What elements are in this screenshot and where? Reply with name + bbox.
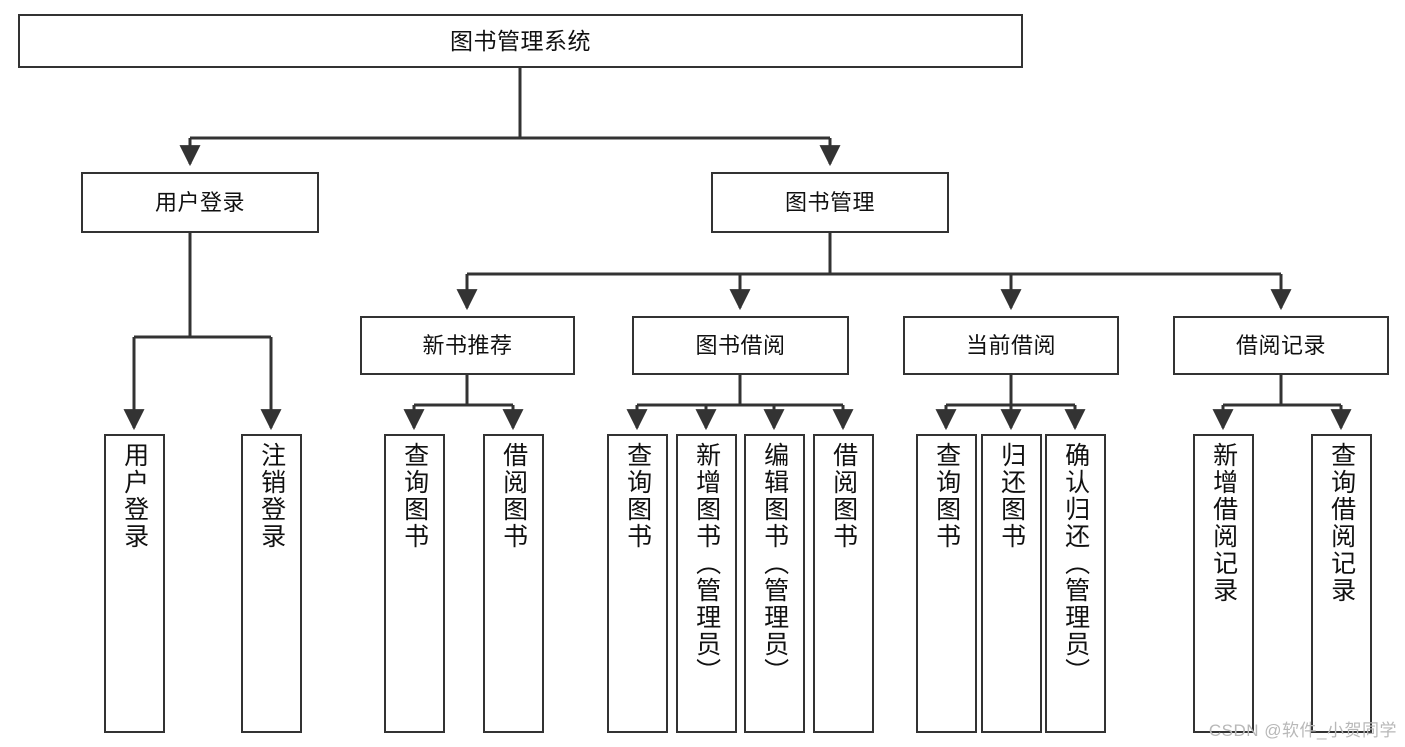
leaf-borrow-edit-book-admin[interactable]: 编辑图书（管理员） bbox=[744, 434, 805, 733]
node-book-borrow[interactable]: 图书借阅 bbox=[632, 316, 849, 375]
node-current-borrow[interactable]: 当前借阅 bbox=[903, 316, 1119, 375]
node-label: 注销登录 bbox=[257, 442, 286, 550]
node-borrow-records[interactable]: 借阅记录 bbox=[1173, 316, 1389, 375]
node-label: 图书借阅 bbox=[695, 332, 786, 358]
node-label: 查询图书 bbox=[932, 442, 961, 550]
leaf-current-query-book[interactable]: 查询图书 bbox=[916, 434, 977, 733]
node-label: 新书推荐 bbox=[422, 332, 513, 358]
node-label: 图书管理 bbox=[784, 189, 875, 215]
node-label: 用户登录 bbox=[120, 442, 149, 550]
node-label: 查询图书 bbox=[623, 442, 652, 550]
node-new-book-recommend[interactable]: 新书推荐 bbox=[360, 316, 575, 375]
leaf-borrow-borrow-book[interactable]: 借阅图书 bbox=[813, 434, 874, 733]
node-label: 查询图书 bbox=[400, 442, 429, 550]
leaf-new-books-query[interactable]: 查询图书 bbox=[384, 434, 445, 733]
node-label: 编辑图书（管理员） bbox=[760, 442, 789, 685]
node-book-management[interactable]: 图书管理 bbox=[711, 172, 949, 233]
leaf-user-login-signout[interactable]: 注销登录 bbox=[241, 434, 302, 733]
node-label: 借阅图书 bbox=[499, 442, 528, 550]
node-user-login[interactable]: 用户登录 bbox=[81, 172, 319, 233]
node-label: 确认归还（管理员） bbox=[1061, 442, 1090, 685]
node-label: 借阅图书 bbox=[829, 442, 858, 550]
leaf-current-return-book[interactable]: 归还图书 bbox=[981, 434, 1042, 733]
node-label: 查询借阅记录 bbox=[1327, 442, 1356, 604]
node-label: 新增借阅记录 bbox=[1209, 442, 1238, 604]
node-label: 借阅记录 bbox=[1235, 332, 1326, 358]
leaf-new-books-borrow[interactable]: 借阅图书 bbox=[483, 434, 544, 733]
node-label: 当前借阅 bbox=[965, 332, 1056, 358]
leaf-current-confirm-return-admin[interactable]: 确认归还（管理员） bbox=[1045, 434, 1106, 733]
leaf-user-login-signin[interactable]: 用户登录 bbox=[104, 434, 165, 733]
leaf-borrow-add-book-admin[interactable]: 新增图书（管理员） bbox=[676, 434, 737, 733]
leaf-records-add-record[interactable]: 新增借阅记录 bbox=[1193, 434, 1254, 733]
node-label: 图书管理系统 bbox=[450, 27, 591, 54]
leaf-records-query-record[interactable]: 查询借阅记录 bbox=[1311, 434, 1372, 733]
node-label: 新增图书（管理员） bbox=[692, 442, 721, 685]
csdn-watermark: CSDN @软件_小贺同学 bbox=[1208, 721, 1397, 740]
leaf-borrow-query-book[interactable]: 查询图书 bbox=[607, 434, 668, 733]
node-label: 归还图书 bbox=[997, 442, 1026, 550]
node-root-system[interactable]: 图书管理系统 bbox=[18, 14, 1023, 68]
node-label: 用户登录 bbox=[154, 189, 245, 215]
